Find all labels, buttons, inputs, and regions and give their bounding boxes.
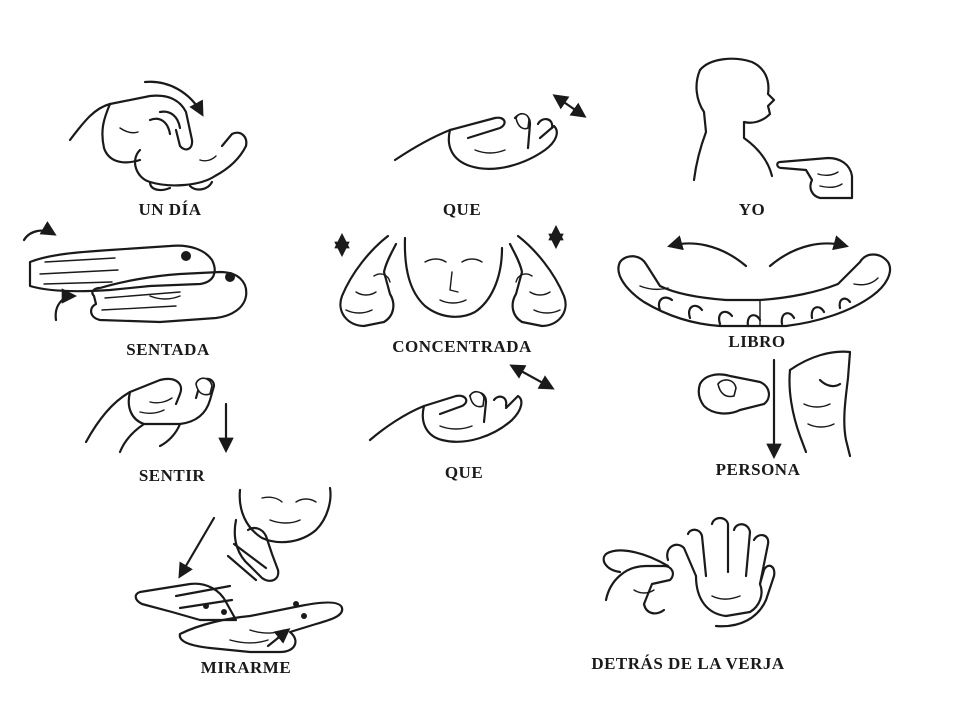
sign-concentrada-illustration [334,224,567,328]
label-mirarme: MIRARME [200,658,292,677]
sign-libro-illustration [617,235,892,328]
label-concentrada: CONCENTRADA [392,337,532,356]
sign-yo-illustration [692,57,854,200]
sign-que-2-illustration [368,364,555,443]
sign-persona-illustration [697,350,852,460]
label-que-1: QUE [442,200,482,219]
label-libro: LIBRO [728,332,786,351]
label-yo: YO [738,200,766,219]
sign-mirarme-illustration [134,486,344,654]
label-que-2: QUE [444,463,484,482]
label-persona: PERSONA [715,460,801,479]
label-detras-de-la-verja: DETRÁS DE LA VERJA [591,654,785,673]
sign-sentada-illustration [22,221,248,324]
label-sentir: SENTIR [138,466,206,485]
label-un-dia: UN DÍA [138,200,202,219]
sign-detras-de-la-verja-illustration [602,516,776,628]
sign-un-dia-illustration [68,80,248,192]
sign-sentir-illustration [84,377,234,454]
label-sentada: SENTADA [126,340,210,359]
sign-que-1-illustration [393,94,587,170]
